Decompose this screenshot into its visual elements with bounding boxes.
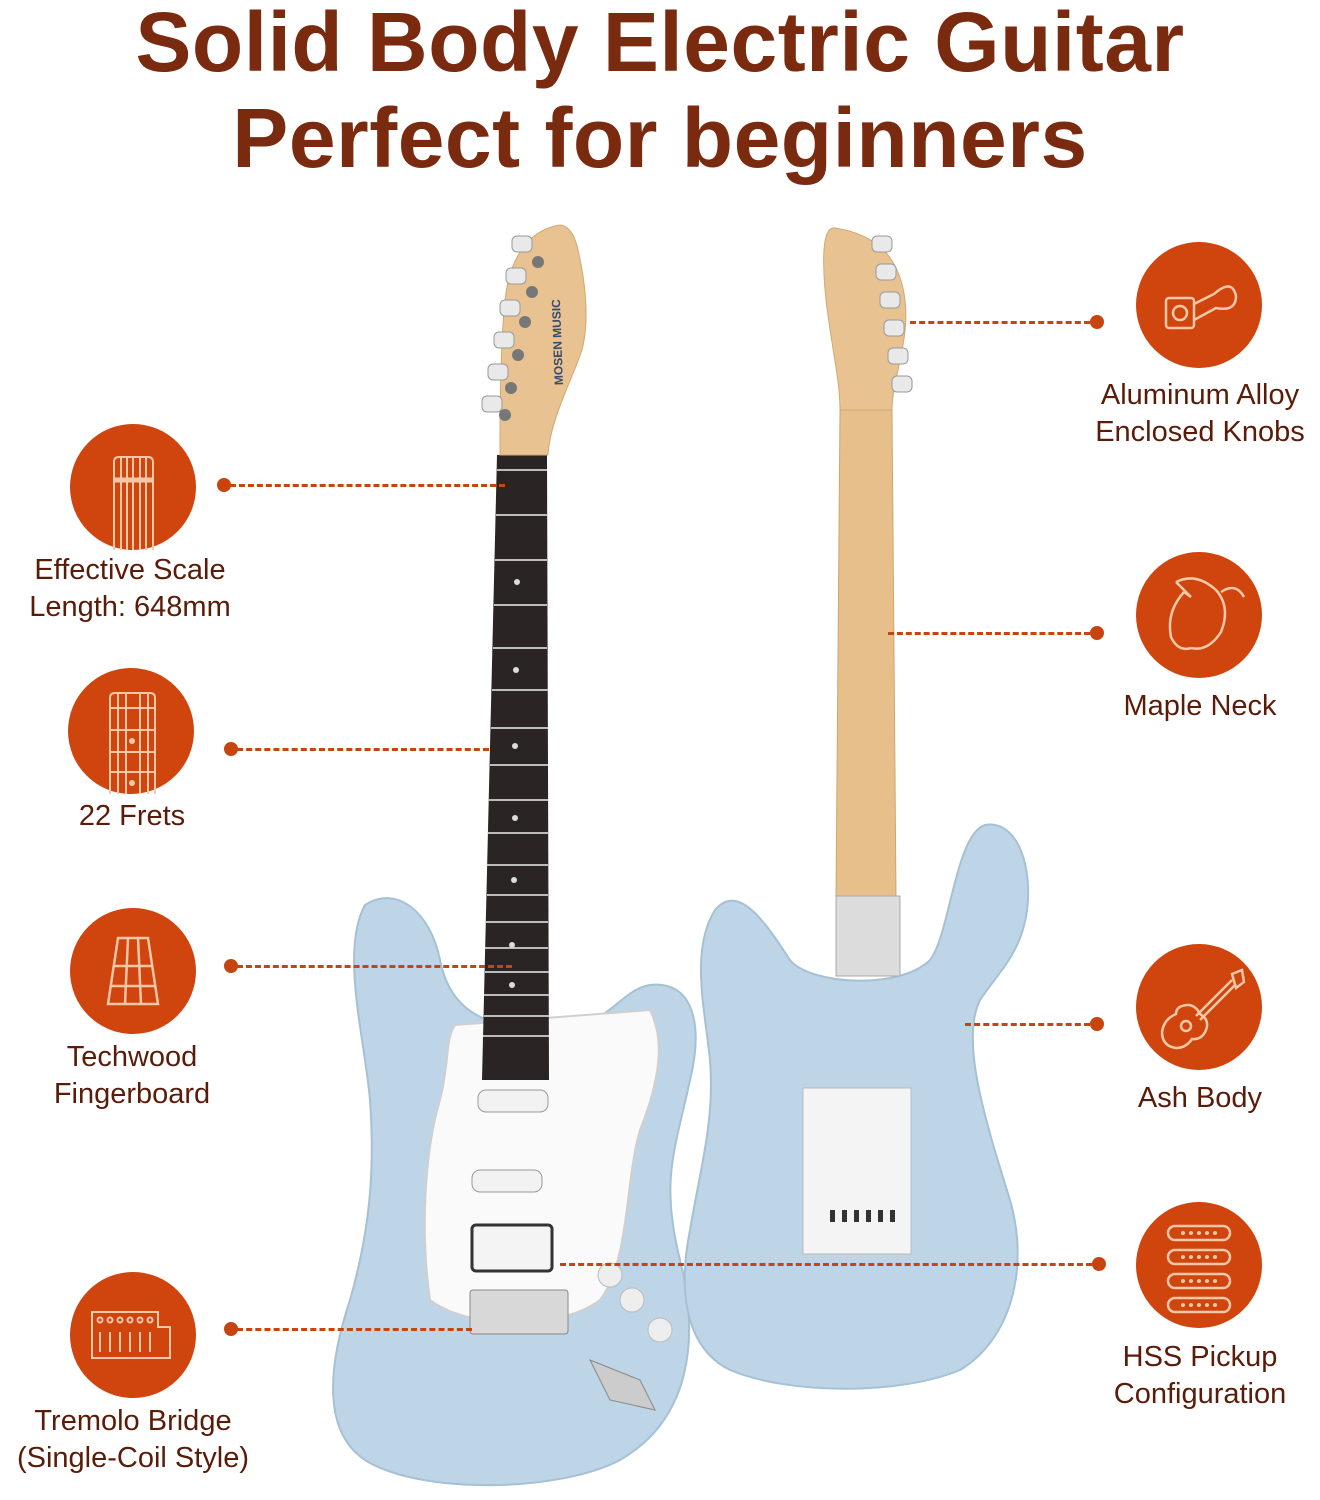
callout-dot (1092, 1257, 1106, 1271)
feature-neck: Maple Neck (1075, 688, 1320, 725)
frets-icon (68, 668, 194, 794)
feature-label: (Single-Coil Style) (16, 1442, 250, 1474)
feature-fingerboard: Techwood Fingerboard (12, 1039, 252, 1113)
feature-label: 22 Frets (78, 800, 186, 832)
callout-line (965, 1023, 1090, 1026)
bridge-icon (70, 1272, 196, 1398)
callout-line (237, 1328, 472, 1331)
title-line-2: Perfect for beginners (232, 91, 1088, 185)
title-line-1: Solid Body Electric Guitar (135, 0, 1185, 89)
callout-line (230, 484, 505, 487)
feature-bridge: Tremolo Bridge (Single-Coil Style) (0, 1403, 266, 1477)
frets (483, 469, 549, 1037)
front-guitar: MOSEN MUSIC (332, 224, 697, 1487)
feature-pickups: HSS Pickup Configuration (1075, 1339, 1320, 1413)
callout-line (237, 965, 512, 968)
back-guitar (683, 227, 1030, 1390)
feature-label: Enclosed Knobs (1095, 416, 1305, 448)
callout-line (888, 632, 1090, 635)
feature-label: Length: 648mm (29, 591, 231, 623)
callout-line (910, 321, 1090, 324)
callout-dot (224, 742, 238, 756)
feature-label: Configuration (1113, 1378, 1287, 1410)
maple-leaf-icon (1136, 552, 1262, 678)
pickups-icon (1136, 1202, 1262, 1328)
tuning-knob-icon (1136, 242, 1262, 368)
feature-label: Aluminum Alloy (1100, 379, 1300, 411)
feature-frets: 22 Frets (12, 798, 252, 835)
callout-line (560, 1263, 1092, 1266)
callout-line (237, 748, 489, 751)
back-neck (835, 409, 897, 899)
callout-dot (217, 478, 231, 492)
feature-label: Effective Scale (34, 554, 226, 586)
callout-dot (224, 1322, 238, 1336)
callout-dot (1090, 315, 1104, 329)
feature-label: Techwood (66, 1041, 198, 1073)
feature-label: Ash Body (1137, 1082, 1263, 1114)
feature-label: HSS Pickup (1122, 1341, 1278, 1373)
fretboard-nut-icon (70, 424, 196, 550)
front-neck (482, 455, 549, 1080)
callout-dot (1090, 1017, 1104, 1031)
feature-scale-length: Effective Scale Length: 648mm (10, 552, 250, 626)
feature-label: Tremolo Bridge (34, 1405, 232, 1437)
headstock-logo: MOSEN MUSIC (549, 299, 566, 386)
feature-label: Maple Neck (1123, 690, 1277, 722)
callout-dot (1090, 626, 1104, 640)
feature-knobs: Aluminum Alloy Enclosed Knobs (1075, 377, 1320, 451)
feature-body: Ash Body (1075, 1080, 1320, 1117)
guitar-icon (1136, 944, 1262, 1070)
feature-label: Fingerboard (53, 1078, 211, 1110)
fingerboard-icon (70, 908, 196, 1034)
callout-dot (224, 959, 238, 973)
